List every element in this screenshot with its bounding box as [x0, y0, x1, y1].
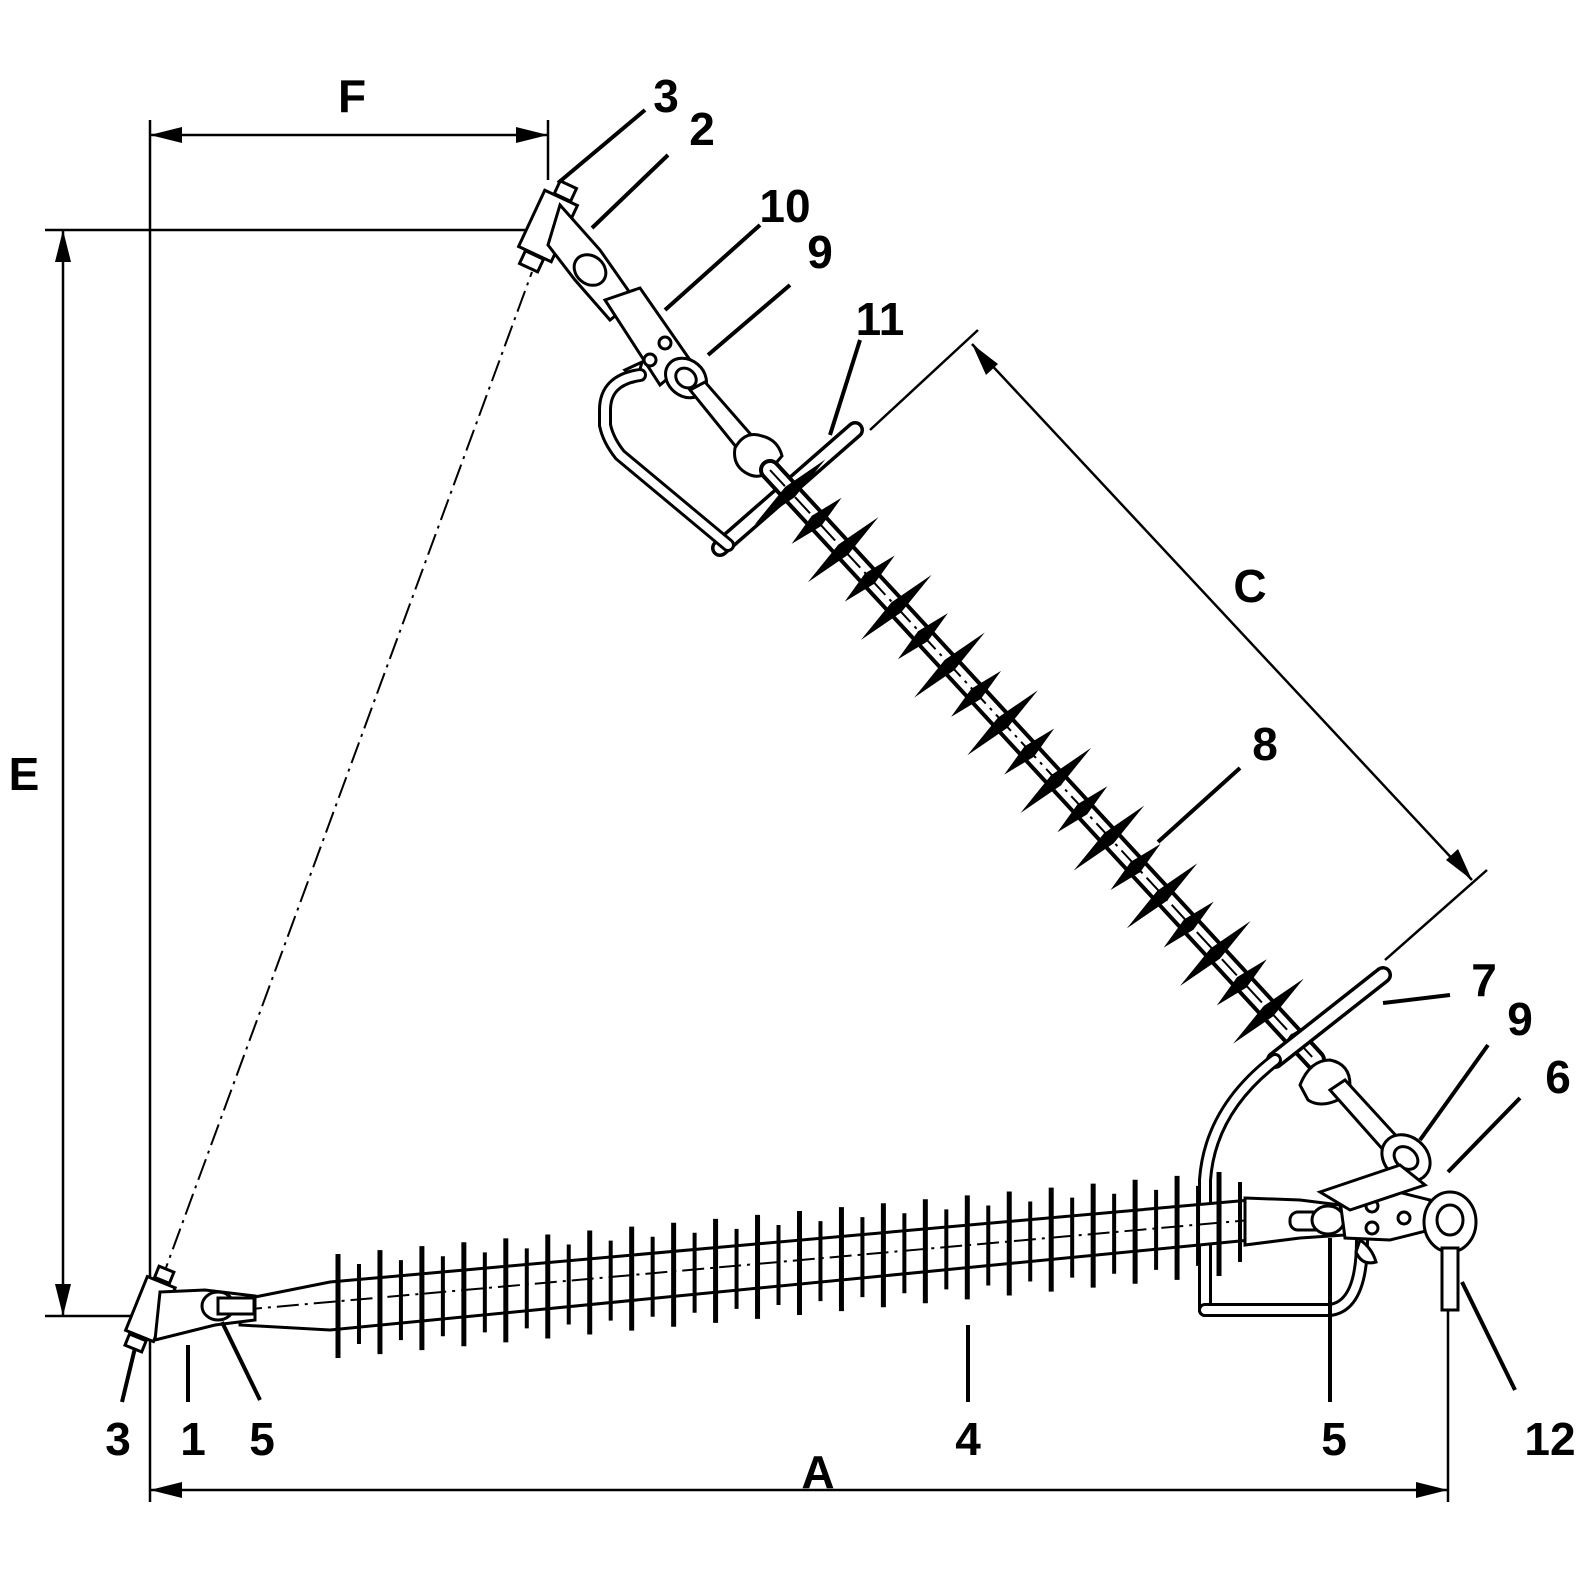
- label-9-top: 9: [807, 226, 833, 278]
- label-11: 11: [856, 293, 905, 345]
- label-a: A: [801, 1446, 834, 1498]
- leader-2: [590, 153, 670, 230]
- lower-centerline: [239, 1219, 1251, 1311]
- leader-6: [1446, 1096, 1522, 1174]
- diagonal-shed: [967, 690, 1038, 756]
- label-f: F: [338, 70, 366, 122]
- leader-3-top: [556, 108, 647, 185]
- label-e: E: [9, 748, 40, 800]
- label-12: 12: [1524, 1413, 1575, 1465]
- diagonal-shed: [861, 574, 932, 640]
- right-yoke-bolt-2: [1364, 1220, 1380, 1236]
- label-6: 6: [1545, 1051, 1571, 1103]
- leader-9-top: [706, 283, 792, 357]
- diagonal-shed: [951, 670, 1002, 717]
- lower-core: [238, 1198, 1252, 1332]
- label-c: C: [1233, 560, 1266, 612]
- top-socket-eye-hole: [674, 366, 698, 390]
- right-hook: [1354, 1237, 1378, 1265]
- diagonal-shed: [807, 517, 879, 583]
- c-extension-bottom: [1384, 869, 1488, 961]
- top-bolt-nut-lower: [517, 248, 546, 274]
- a-arrow-right: [1416, 1482, 1448, 1498]
- label-9-bottom: 9: [1507, 993, 1533, 1045]
- diagonal-centerline: [769, 469, 1316, 1061]
- diagonal-shed: [754, 459, 826, 525]
- shackle-eye-hole: [1435, 1203, 1465, 1237]
- diagonal-shed: [791, 497, 842, 544]
- u-frame-bottom-outline: [1198, 1233, 1369, 1317]
- leader-3-bottom: [120, 1347, 137, 1403]
- dimension-lines: [45, 120, 1488, 1502]
- geometry-centerline: [159, 271, 533, 1285]
- leader-5-left: [220, 1321, 262, 1401]
- e-arrow-top: [55, 230, 71, 262]
- top-clamp-hole: [572, 253, 608, 287]
- left-socket-slot: [216, 1296, 256, 1316]
- leader-9-bottom: [1418, 1043, 1490, 1142]
- f-arrow-left: [150, 127, 182, 143]
- label-7: 7: [1471, 954, 1497, 1006]
- label-3-top: 3: [653, 70, 679, 122]
- c-arrow-bottom: [1446, 849, 1472, 880]
- leader-8: [1156, 766, 1242, 844]
- top-bolt-nut-upper: [552, 178, 579, 204]
- top-fitting: [516, 178, 784, 478]
- labels: F E C A 3 2 10 9 11 8 7 9 6 12 5 4 5 1 3: [9, 70, 1576, 1498]
- diagonal-shed: [1163, 901, 1214, 948]
- u-frame-left-fill: [1201, 1056, 1279, 1314]
- bottom-ring-fill: [1269, 969, 1389, 1066]
- right-fitting: [1243, 1163, 1478, 1312]
- leader-10: [663, 223, 762, 312]
- lower-insulator: [238, 1171, 1252, 1358]
- right-yoke-bolt-3: [1396, 1210, 1412, 1226]
- top-u-bracket-fill: [601, 371, 732, 549]
- shackle-stem: [1440, 1246, 1460, 1312]
- diagonal-shed: [1216, 959, 1267, 1006]
- c-arrow-top: [972, 344, 998, 375]
- label-10: 10: [759, 180, 810, 232]
- left-bolt-nut-upper: [152, 1264, 176, 1286]
- label-2: 2: [689, 103, 715, 155]
- label-8: 8: [1252, 718, 1278, 770]
- c-extension-top: [869, 329, 979, 431]
- diagonal-shed: [1179, 920, 1251, 987]
- lower-sheds: [335, 1171, 1242, 1358]
- label-5-right: 5: [1321, 1413, 1347, 1465]
- leader-12: [1460, 1281, 1517, 1391]
- diagonal-shed: [1126, 863, 1198, 929]
- label-1: 1: [180, 1413, 206, 1465]
- top-link-bolt-2: [642, 352, 658, 368]
- diagonal-shed: [914, 632, 985, 698]
- diagonal-shed: [897, 613, 948, 660]
- diagonal-shed: [844, 555, 895, 602]
- right-socket-eye: [1310, 1204, 1346, 1236]
- diagonal-insulator: [754, 459, 1326, 1071]
- e-arrow-bottom: [55, 1284, 71, 1316]
- left-fitting: [123, 1264, 257, 1354]
- label-5-left: 5: [249, 1413, 275, 1465]
- a-arrow-left: [150, 1482, 182, 1498]
- label-3-bottom: 3: [105, 1413, 131, 1465]
- diagonal-shed: [1233, 978, 1304, 1044]
- label-4: 4: [955, 1413, 981, 1465]
- diagonal-shed: [1057, 786, 1108, 833]
- leader-11: [828, 339, 862, 436]
- c-dimension-line: [971, 343, 1473, 881]
- top-link-bolt-1: [657, 335, 673, 351]
- right-link-plate: [1316, 1163, 1429, 1212]
- diagonal-shed: [1004, 728, 1055, 775]
- leader-7: [1382, 993, 1451, 1005]
- diagonal-shed: [1020, 747, 1092, 813]
- f-arrow-right: [516, 127, 548, 143]
- diagonal-shed: [1073, 805, 1145, 871]
- diagonal-lower-fitting: [1298, 1058, 1432, 1183]
- leader-lines: [120, 108, 1522, 1403]
- diagonal-shed: [1110, 843, 1161, 890]
